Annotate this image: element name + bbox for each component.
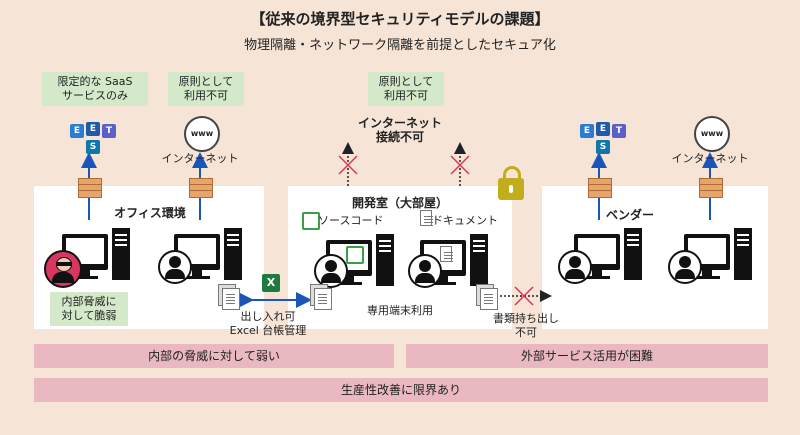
vendor-globe-icon: www <box>694 116 730 152</box>
dev-user-right-icon <box>408 254 442 288</box>
office-internet-label: インターネット <box>161 152 239 165</box>
takeout-block-x <box>514 286 534 306</box>
excel-icon: X <box>262 274 280 292</box>
office-title: オフィス環境 <box>114 206 186 220</box>
dev-pc-right-doc-icon <box>440 246 453 262</box>
office-user-icon <box>158 250 192 284</box>
insider-threat-icon <box>44 250 82 288</box>
source-code-label: ソースコード <box>318 214 384 227</box>
lock-icon <box>498 166 524 200</box>
vendor-title: ベンダー <box>605 208 654 222</box>
dev-room-title: 開発室（大部屋） <box>351 196 448 210</box>
exchange-icon: E <box>70 124 84 138</box>
bar-productivity: 生産性改善に限界あり <box>34 378 768 402</box>
note-office-not-allowed: 原則として 利用不可 <box>168 72 244 106</box>
dev-internet-no-label: インターネット 接続不可 <box>357 116 442 144</box>
vendor-onedrive-icon: E <box>596 122 610 136</box>
office-globe-icon: www <box>184 116 220 152</box>
vendor-internet-label: インターネット <box>671 152 749 165</box>
office-pc-left <box>62 228 132 288</box>
note-saas-limited: 限定的な SaaS サービスのみ <box>42 72 148 106</box>
dedicated-terminal-label: 専用端末利用 <box>367 304 433 317</box>
insider-threat-note: 内部脅威に 対して脆弱 <box>50 292 128 326</box>
dev-doc-icon <box>314 288 332 310</box>
vendor-teams-icon: T <box>612 124 626 138</box>
vendor-saas-firewall-icon <box>588 178 612 198</box>
office-internet-firewall-icon <box>189 178 213 198</box>
dev-pc-left-code-icon <box>346 246 364 264</box>
bar-external-service: 外部サービス活用が困難 <box>406 344 768 368</box>
page-title: 【従来の境界型セキュリティモデルの課題】 <box>250 10 550 28</box>
takeout-doc-icon <box>480 288 498 310</box>
vendor-internet-firewall-icon <box>699 178 723 198</box>
dev-block-x-left <box>338 155 358 175</box>
note-dev-not-allowed: 原則として 利用不可 <box>368 72 444 106</box>
vendor-exchange-icon: E <box>580 124 594 138</box>
sharepoint-icon: S <box>86 140 100 154</box>
documents-label: ドキュメント <box>432 214 498 227</box>
document-icon <box>420 210 433 226</box>
page-subtitle: 物理隔離・ネットワーク隔離を前提としたセキュア化 <box>244 38 556 53</box>
office-doc-icon <box>222 288 240 310</box>
vendor-user-left-icon <box>558 250 592 284</box>
vendor-sharepoint-icon: S <box>596 140 610 154</box>
source-code-icon <box>302 212 320 230</box>
dev-block-x-right <box>450 155 470 175</box>
onedrive-icon: E <box>86 122 100 136</box>
transfer-label: 出し入れ可 Excel 台帳管理 <box>229 310 307 337</box>
teams-icon: T <box>102 124 116 138</box>
bar-internal-threat: 内部の脅威に対して弱い <box>34 344 394 368</box>
dev-user-left-icon <box>314 254 348 288</box>
office-saas-firewall-icon <box>78 178 102 198</box>
no-takeout-label: 書類持ち出し 不可 <box>493 312 559 339</box>
vendor-user-right-icon <box>668 250 702 284</box>
